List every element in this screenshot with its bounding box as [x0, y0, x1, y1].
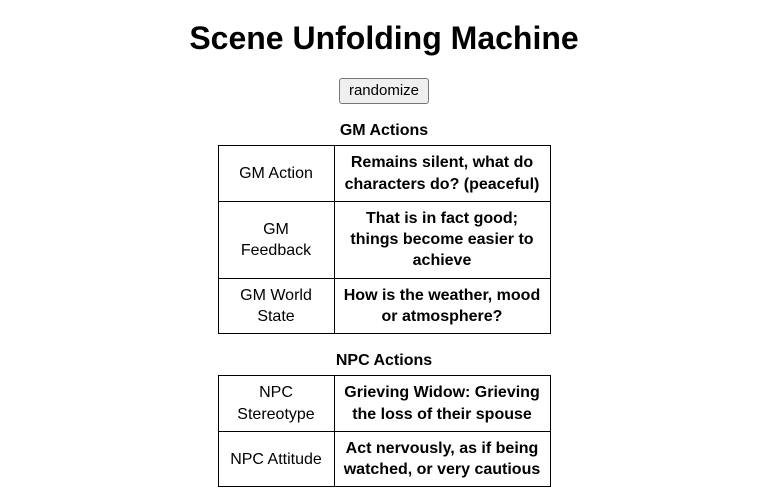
table-row: GM World State How is the weather, mood … [217, 277, 551, 335]
gm-actions-table: GM Action Remains silent, what do charac… [217, 145, 551, 335]
controls-row: randomize [0, 78, 768, 105]
table-row: NPC Stereotype Grieving Widow: Grieving … [217, 375, 551, 432]
row-label: GM World State [217, 277, 335, 335]
row-label: NPC Attitude [217, 430, 335, 488]
row-value: Act nervously, as if being watched, or v… [333, 430, 551, 488]
row-label: GM Action [217, 145, 335, 202]
page-root: Scene Unfolding Machine randomize GM Act… [0, 20, 768, 488]
row-label: GM Feedback [217, 200, 335, 279]
table-row: GM Action Remains silent, what do charac… [217, 145, 551, 202]
section-heading-npc-actions: NPC Actions [335, 352, 433, 370]
row-value: How is the weather, mood or atmosphere? [333, 277, 551, 335]
section-gm-actions: GM Actions GM Action Remains silent, wha… [0, 121, 768, 335]
row-value: That is in fact good; things become easi… [333, 200, 551, 279]
npc-actions-table: NPC Stereotype Grieving Widow: Grieving … [217, 375, 551, 488]
table-row: NPC Attitude Act nervously, as if being … [217, 430, 551, 488]
row-value: Grieving Widow: Grieving the loss of the… [333, 375, 551, 432]
randomize-button[interactable]: randomize [338, 78, 430, 105]
page-title: Scene Unfolding Machine [189, 20, 579, 56]
section-heading-gm-actions: GM Actions [339, 122, 429, 140]
row-value: Remains silent, what do characters do? (… [333, 145, 551, 202]
section-npc-actions: NPC Actions NPC Stereotype Grieving Wido… [0, 351, 768, 488]
row-label: NPC Stereotype [217, 375, 335, 432]
table-row: GM Feedback That is in fact good; things… [217, 200, 551, 279]
